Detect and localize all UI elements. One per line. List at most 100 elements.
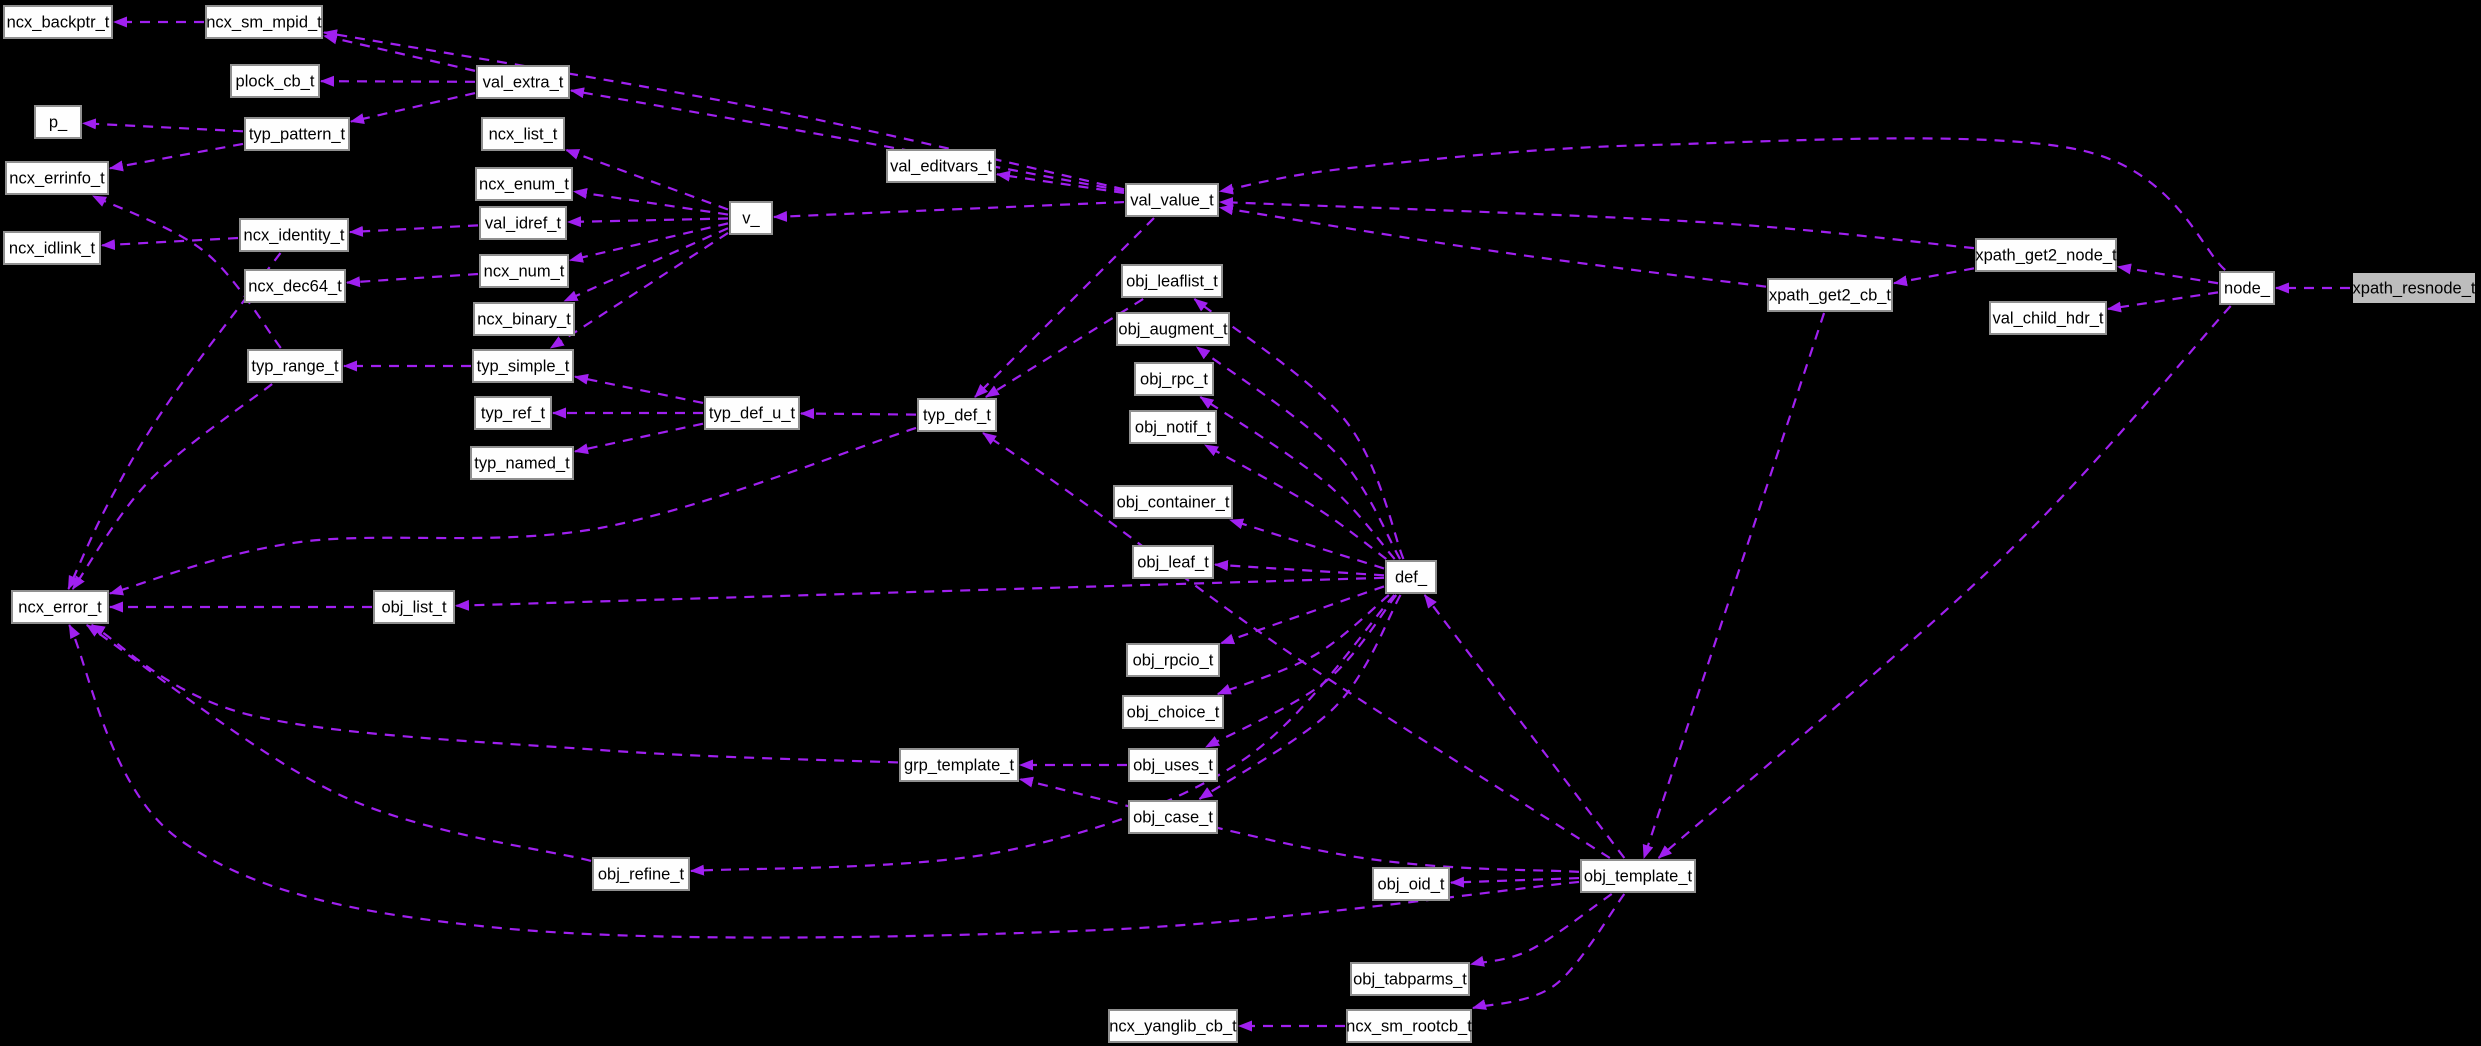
- node-ncx_sm_mpid_t[interactable]: ncx_sm_mpid_t: [205, 5, 323, 39]
- node-def_[interactable]: def_: [1385, 560, 1437, 594]
- node-box-obj_rpcio_t[interactable]: [1126, 643, 1220, 677]
- node-obj_notif_t[interactable]: obj_notif_t: [1129, 410, 1217, 444]
- node-box-typ_named_t[interactable]: [470, 446, 574, 480]
- node-box-xpath_get2_node_t[interactable]: [1975, 238, 2117, 272]
- node-xpath_get2_node_t[interactable]: xpath_get2_node_t: [1975, 238, 2117, 272]
- node-box-ncx_yanglib_cb_t[interactable]: [1108, 1009, 1238, 1043]
- node-xpath_get2_cb_t[interactable]: xpath_get2_cb_t: [1767, 278, 1893, 312]
- node-ncx_enum_t[interactable]: ncx_enum_t: [475, 167, 573, 201]
- node-box-obj_rpc_t[interactable]: [1134, 362, 1214, 396]
- node-box-obj_leaflist_t[interactable]: [1121, 264, 1223, 298]
- node-obj_refine_t[interactable]: obj_refine_t: [592, 857, 690, 891]
- node-typ_ref_t[interactable]: typ_ref_t: [474, 396, 552, 430]
- node-box-ncx_sm_mpid_t[interactable]: [205, 5, 323, 39]
- node-ncx_idlink_t[interactable]: ncx_idlink_t: [3, 231, 101, 265]
- node-ncx_identity_t[interactable]: ncx_identity_t: [239, 218, 349, 252]
- node-box-val_editvars_t[interactable]: [886, 149, 996, 183]
- node-box-plock_cb_t[interactable]: [230, 64, 320, 98]
- node-box-obj_refine_t[interactable]: [592, 857, 690, 891]
- node-box-xpath_resnode_t[interactable]: [2351, 271, 2477, 305]
- node-obj_choice_t[interactable]: obj_choice_t: [1122, 695, 1224, 729]
- node-box-obj_choice_t[interactable]: [1122, 695, 1224, 729]
- node-box-ncx_binary_t[interactable]: [473, 302, 575, 336]
- node-obj_list_t[interactable]: obj_list_t: [373, 590, 455, 624]
- node-box-val_child_hdr_t[interactable]: [1989, 301, 2107, 335]
- node-p_[interactable]: p_: [34, 105, 82, 139]
- node-box-obj_augment_t[interactable]: [1116, 312, 1230, 346]
- node-obj_case_t[interactable]: obj_case_t: [1128, 800, 1218, 834]
- node-ncx_errinfo_t[interactable]: ncx_errinfo_t: [5, 161, 109, 195]
- node-box-xpath_get2_cb_t[interactable]: [1767, 278, 1893, 312]
- node-typ_range_t[interactable]: typ_range_t: [247, 349, 343, 383]
- node-typ_pattern_t[interactable]: typ_pattern_t: [244, 117, 350, 151]
- node-box-typ_range_t[interactable]: [247, 349, 343, 383]
- node-val_child_hdr_t[interactable]: val_child_hdr_t: [1989, 301, 2107, 335]
- node-box-val_extra_t[interactable]: [476, 65, 570, 99]
- node-box-ncx_error_t[interactable]: [11, 590, 109, 624]
- node-obj_leaf_t[interactable]: obj_leaf_t: [1132, 545, 1214, 579]
- node-ncx_yanglib_cb_t[interactable]: ncx_yanglib_cb_t: [1108, 1009, 1238, 1043]
- node-box-val_value_t[interactable]: [1125, 183, 1219, 217]
- node-ncx_num_t[interactable]: ncx_num_t: [479, 254, 569, 288]
- node-box-typ_def_t[interactable]: [917, 398, 997, 432]
- node-ncx_list_t[interactable]: ncx_list_t: [481, 117, 565, 151]
- node-typ_def_u_t[interactable]: typ_def_u_t: [704, 396, 800, 430]
- node-ncx_error_t[interactable]: ncx_error_t: [11, 590, 109, 624]
- node-box-obj_list_t[interactable]: [373, 590, 455, 624]
- node-val_extra_t[interactable]: val_extra_t: [476, 65, 570, 99]
- node-box-v_[interactable]: [729, 201, 773, 235]
- node-val_value_t[interactable]: val_value_t: [1125, 183, 1219, 217]
- node-box-obj_tabparms_t[interactable]: [1350, 962, 1470, 996]
- node-typ_def_t[interactable]: typ_def_t: [917, 398, 997, 432]
- node-val_editvars_t[interactable]: val_editvars_t: [886, 149, 996, 183]
- node-box-ncx_sm_rootcb_t[interactable]: [1346, 1009, 1472, 1043]
- node-box-typ_simple_t[interactable]: [472, 349, 574, 383]
- node-v_[interactable]: v_: [729, 201, 773, 235]
- node-obj_rpc_t[interactable]: obj_rpc_t: [1134, 362, 1214, 396]
- node-xpath_resnode_t[interactable]: xpath_resnode_t: [2351, 271, 2477, 305]
- node-box-ncx_list_t[interactable]: [481, 117, 565, 151]
- node-box-ncx_dec64_t[interactable]: [244, 269, 346, 303]
- node-box-node_[interactable]: [2219, 271, 2275, 305]
- node-box-def_[interactable]: [1385, 560, 1437, 594]
- node-box-ncx_enum_t[interactable]: [475, 167, 573, 201]
- node-typ_named_t[interactable]: typ_named_t: [470, 446, 574, 480]
- node-box-obj_template_t[interactable]: [1580, 859, 1696, 893]
- node-box-obj_leaf_t[interactable]: [1132, 545, 1214, 579]
- node-ncx_sm_rootcb_t[interactable]: ncx_sm_rootcb_t: [1346, 1009, 1472, 1043]
- node-box-ncx_idlink_t[interactable]: [3, 231, 101, 265]
- node-box-typ_pattern_t[interactable]: [244, 117, 350, 151]
- node-grp_template_t[interactable]: grp_template_t: [899, 748, 1019, 782]
- node-obj_template_t[interactable]: obj_template_t: [1580, 859, 1696, 893]
- node-box-val_idref_t[interactable]: [479, 206, 567, 240]
- node-box-ncx_backptr_t[interactable]: [3, 5, 113, 39]
- node-obj_oid_t[interactable]: obj_oid_t: [1372, 867, 1450, 901]
- node-label-obj_refine_t: obj_refine_t: [598, 866, 685, 884]
- node-label-plock_cb_t: plock_cb_t: [236, 73, 315, 91]
- node-box-ncx_identity_t[interactable]: [239, 218, 349, 252]
- node-val_idref_t[interactable]: val_idref_t: [479, 206, 567, 240]
- node-box-ncx_num_t[interactable]: [479, 254, 569, 288]
- node-box-typ_ref_t[interactable]: [474, 396, 552, 430]
- node-box-obj_uses_t[interactable]: [1128, 748, 1218, 782]
- node-node_[interactable]: node_: [2219, 271, 2275, 305]
- node-ncx_backptr_t[interactable]: ncx_backptr_t: [3, 5, 113, 39]
- node-obj_rpcio_t[interactable]: obj_rpcio_t: [1126, 643, 1220, 677]
- node-box-obj_oid_t[interactable]: [1372, 867, 1450, 901]
- node-obj_uses_t[interactable]: obj_uses_t: [1128, 748, 1218, 782]
- node-ncx_dec64_t[interactable]: ncx_dec64_t: [244, 269, 346, 303]
- node-obj_container_t[interactable]: obj_container_t: [1113, 485, 1233, 519]
- node-obj_tabparms_t[interactable]: obj_tabparms_t: [1350, 962, 1470, 996]
- node-typ_simple_t[interactable]: typ_simple_t: [472, 349, 574, 383]
- node-box-typ_def_u_t[interactable]: [704, 396, 800, 430]
- node-box-obj_notif_t[interactable]: [1129, 410, 1217, 444]
- node-box-ncx_errinfo_t[interactable]: [5, 161, 109, 195]
- node-obj_augment_t[interactable]: obj_augment_t: [1116, 312, 1230, 346]
- node-plock_cb_t[interactable]: plock_cb_t: [230, 64, 320, 98]
- node-obj_leaflist_t[interactable]: obj_leaflist_t: [1121, 264, 1223, 298]
- node-box-obj_container_t[interactable]: [1113, 485, 1233, 519]
- node-box-p_[interactable]: [34, 105, 82, 139]
- node-ncx_binary_t[interactable]: ncx_binary_t: [473, 302, 575, 336]
- node-box-obj_case_t[interactable]: [1128, 800, 1218, 834]
- node-box-grp_template_t[interactable]: [899, 748, 1019, 782]
